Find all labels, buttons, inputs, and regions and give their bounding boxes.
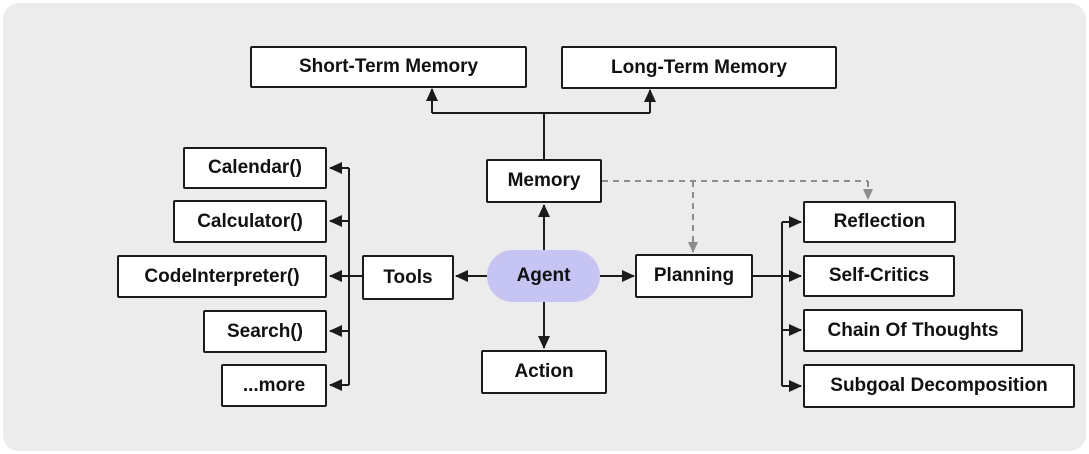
planning-item-chain-of-thoughts: Chain Of Thoughts bbox=[803, 309, 1023, 352]
tool-item-codeinterpreter: CodeInterpreter() bbox=[117, 255, 327, 298]
tools-node: Tools bbox=[362, 255, 454, 300]
short-term-memory-node: Short-Term Memory bbox=[250, 46, 527, 88]
tool-item-calculator: Calculator() bbox=[173, 200, 327, 243]
memory-node: Memory bbox=[486, 159, 602, 203]
tool-item-search: Search() bbox=[203, 310, 327, 353]
long-term-memory-node: Long-Term Memory bbox=[561, 46, 837, 89]
planning-item-subgoal-decomposition: Subgoal Decomposition bbox=[803, 364, 1075, 408]
agent-node: Agent bbox=[487, 250, 600, 302]
planning-node: Planning bbox=[635, 254, 753, 298]
tool-item-calendar: Calendar() bbox=[183, 147, 327, 189]
action-node: Action bbox=[481, 350, 607, 394]
planning-item-self-critics: Self-Critics bbox=[803, 255, 955, 297]
planning-item-reflection: Reflection bbox=[803, 201, 956, 243]
tool-item-more: ...more bbox=[221, 364, 327, 407]
